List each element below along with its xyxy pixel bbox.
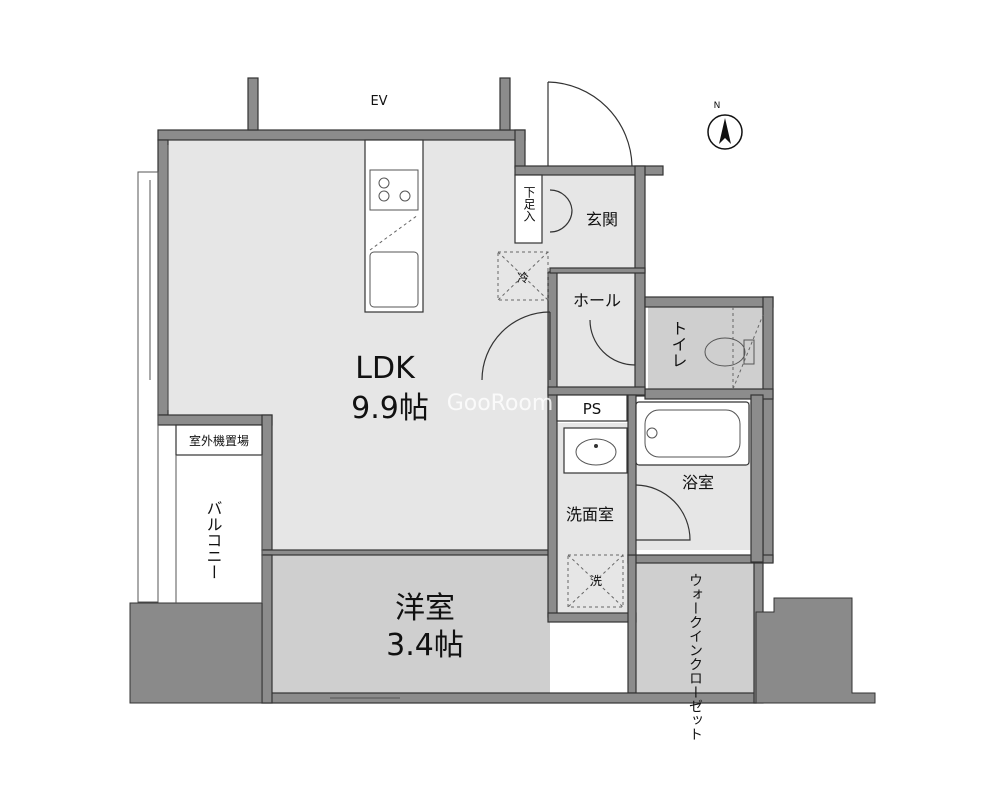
wall-inner-left [261,414,273,551]
wall-entry-right [634,165,646,397]
compass-label: N [714,101,721,111]
wall-bath-left [627,394,637,556]
wall-left [157,139,169,416]
wall-ldk-step [157,414,273,426]
sen-label: 洗 [590,574,602,588]
wall-ps-left [547,386,646,396]
wall-ldk-bottom [261,549,553,556]
toilet-icon [704,337,746,367]
column-bottom-right [755,597,876,704]
outdoor-unit-area [175,424,263,456]
wall-bath-right [750,394,764,563]
balcony-area [137,171,159,603]
kitchen-counter [364,139,424,313]
genkan-floor [550,175,635,270]
fridge-box [497,251,549,301]
rei-label: 冷 [517,271,529,285]
wall-core-left [547,271,558,618]
wall-right-top [514,129,526,169]
ps-box [556,394,628,422]
wall-wic-left [627,554,637,694]
wall-top [157,129,526,141]
shoe-box [514,174,543,244]
entrance-door [547,81,633,167]
ldk-label: LDK [355,351,416,386]
ev-label: EV [370,94,387,109]
washer-box [567,554,624,608]
geta-label: 下足入 [522,186,536,222]
balcony-label: バルコニー [204,500,223,580]
bathtub [635,401,750,466]
outdoor-unit-label: 室外機置場 [189,433,249,448]
wall-ev-right [499,77,511,131]
washbasin [563,427,628,474]
wic-label: ウォークインクローゼット [687,573,703,741]
wall-senmen-bottom [547,612,637,623]
ldk-size-label: 9.9帖 [351,391,429,426]
senmen-label: 洗面室 [566,505,614,524]
ldk-floor [168,140,550,550]
genkan-label: 玄関 [586,210,618,229]
wall-hall-top [549,267,646,274]
youshitsu-size-label: 3.4帖 [386,628,464,663]
ldk-door [481,311,551,381]
toilet-label: トイレ [669,320,688,368]
hall-floor [557,272,635,387]
compass-icon [707,114,743,150]
wall-toilet-right [762,296,774,563]
wall-entry-top [514,165,664,176]
stove-icon [369,169,419,211]
column-bottom-left [129,602,263,704]
wall-youshitsu-left [261,554,273,704]
sink-icon [369,251,419,308]
hall-label: ホール [573,291,621,310]
youshitsu-floor [272,555,550,693]
wall-ev-left [247,77,259,131]
bath-label: 浴室 [682,473,714,492]
wic-floor [636,563,754,693]
ps-label: PS [583,400,602,418]
wall-toilet-top [644,296,774,308]
watermark: GooRoom [447,391,554,416]
youshitsu-label: 洋室 [395,591,455,626]
